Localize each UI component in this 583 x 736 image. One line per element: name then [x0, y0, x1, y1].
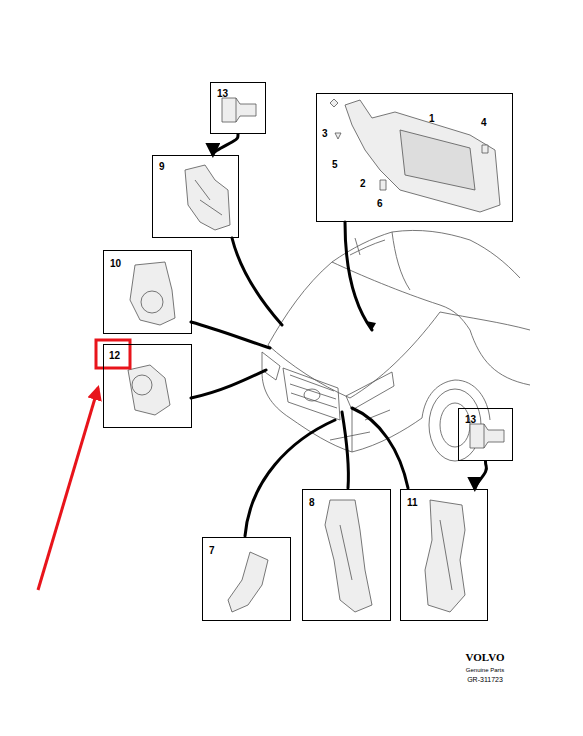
callout-number: 8 [309, 498, 315, 508]
callout-number: 13 [465, 415, 476, 425]
part-box: 10 [103, 250, 192, 334]
drawing-number: GR-311723 [467, 676, 503, 683]
pointer-arrow [38, 388, 98, 590]
callout-number: 1 [429, 114, 435, 124]
part-box: 12 [103, 344, 192, 428]
part-box: 11 [400, 489, 488, 621]
callout-number: 6 [377, 199, 383, 209]
callout-number: 10 [110, 259, 121, 269]
callout-number: 4 [481, 118, 487, 128]
part-box: 8 [302, 489, 391, 621]
part-box: 13 [210, 82, 266, 134]
brand-logo: VOLVO [466, 652, 505, 663]
callout-number: 12 [109, 351, 120, 361]
callout-number: 9 [159, 162, 165, 172]
callout-number: 2 [360, 179, 366, 189]
part-box: 7 [202, 537, 291, 621]
callout-number: 5 [332, 160, 338, 170]
connector-arrow [475, 461, 487, 489]
callout-number: 3 [322, 129, 328, 139]
brand-tagline: Genuine Parts [466, 667, 504, 673]
part-box: 13 [458, 408, 513, 461]
part-box: 1 3 4 5 2 6 [316, 93, 513, 222]
callout-number: 11 [407, 498, 418, 508]
connector-arrow [213, 134, 238, 155]
part-box: 9 [152, 155, 239, 238]
callout-number: 7 [209, 546, 215, 556]
callout-number: 13 [217, 89, 228, 99]
car-drawing [262, 230, 530, 461]
